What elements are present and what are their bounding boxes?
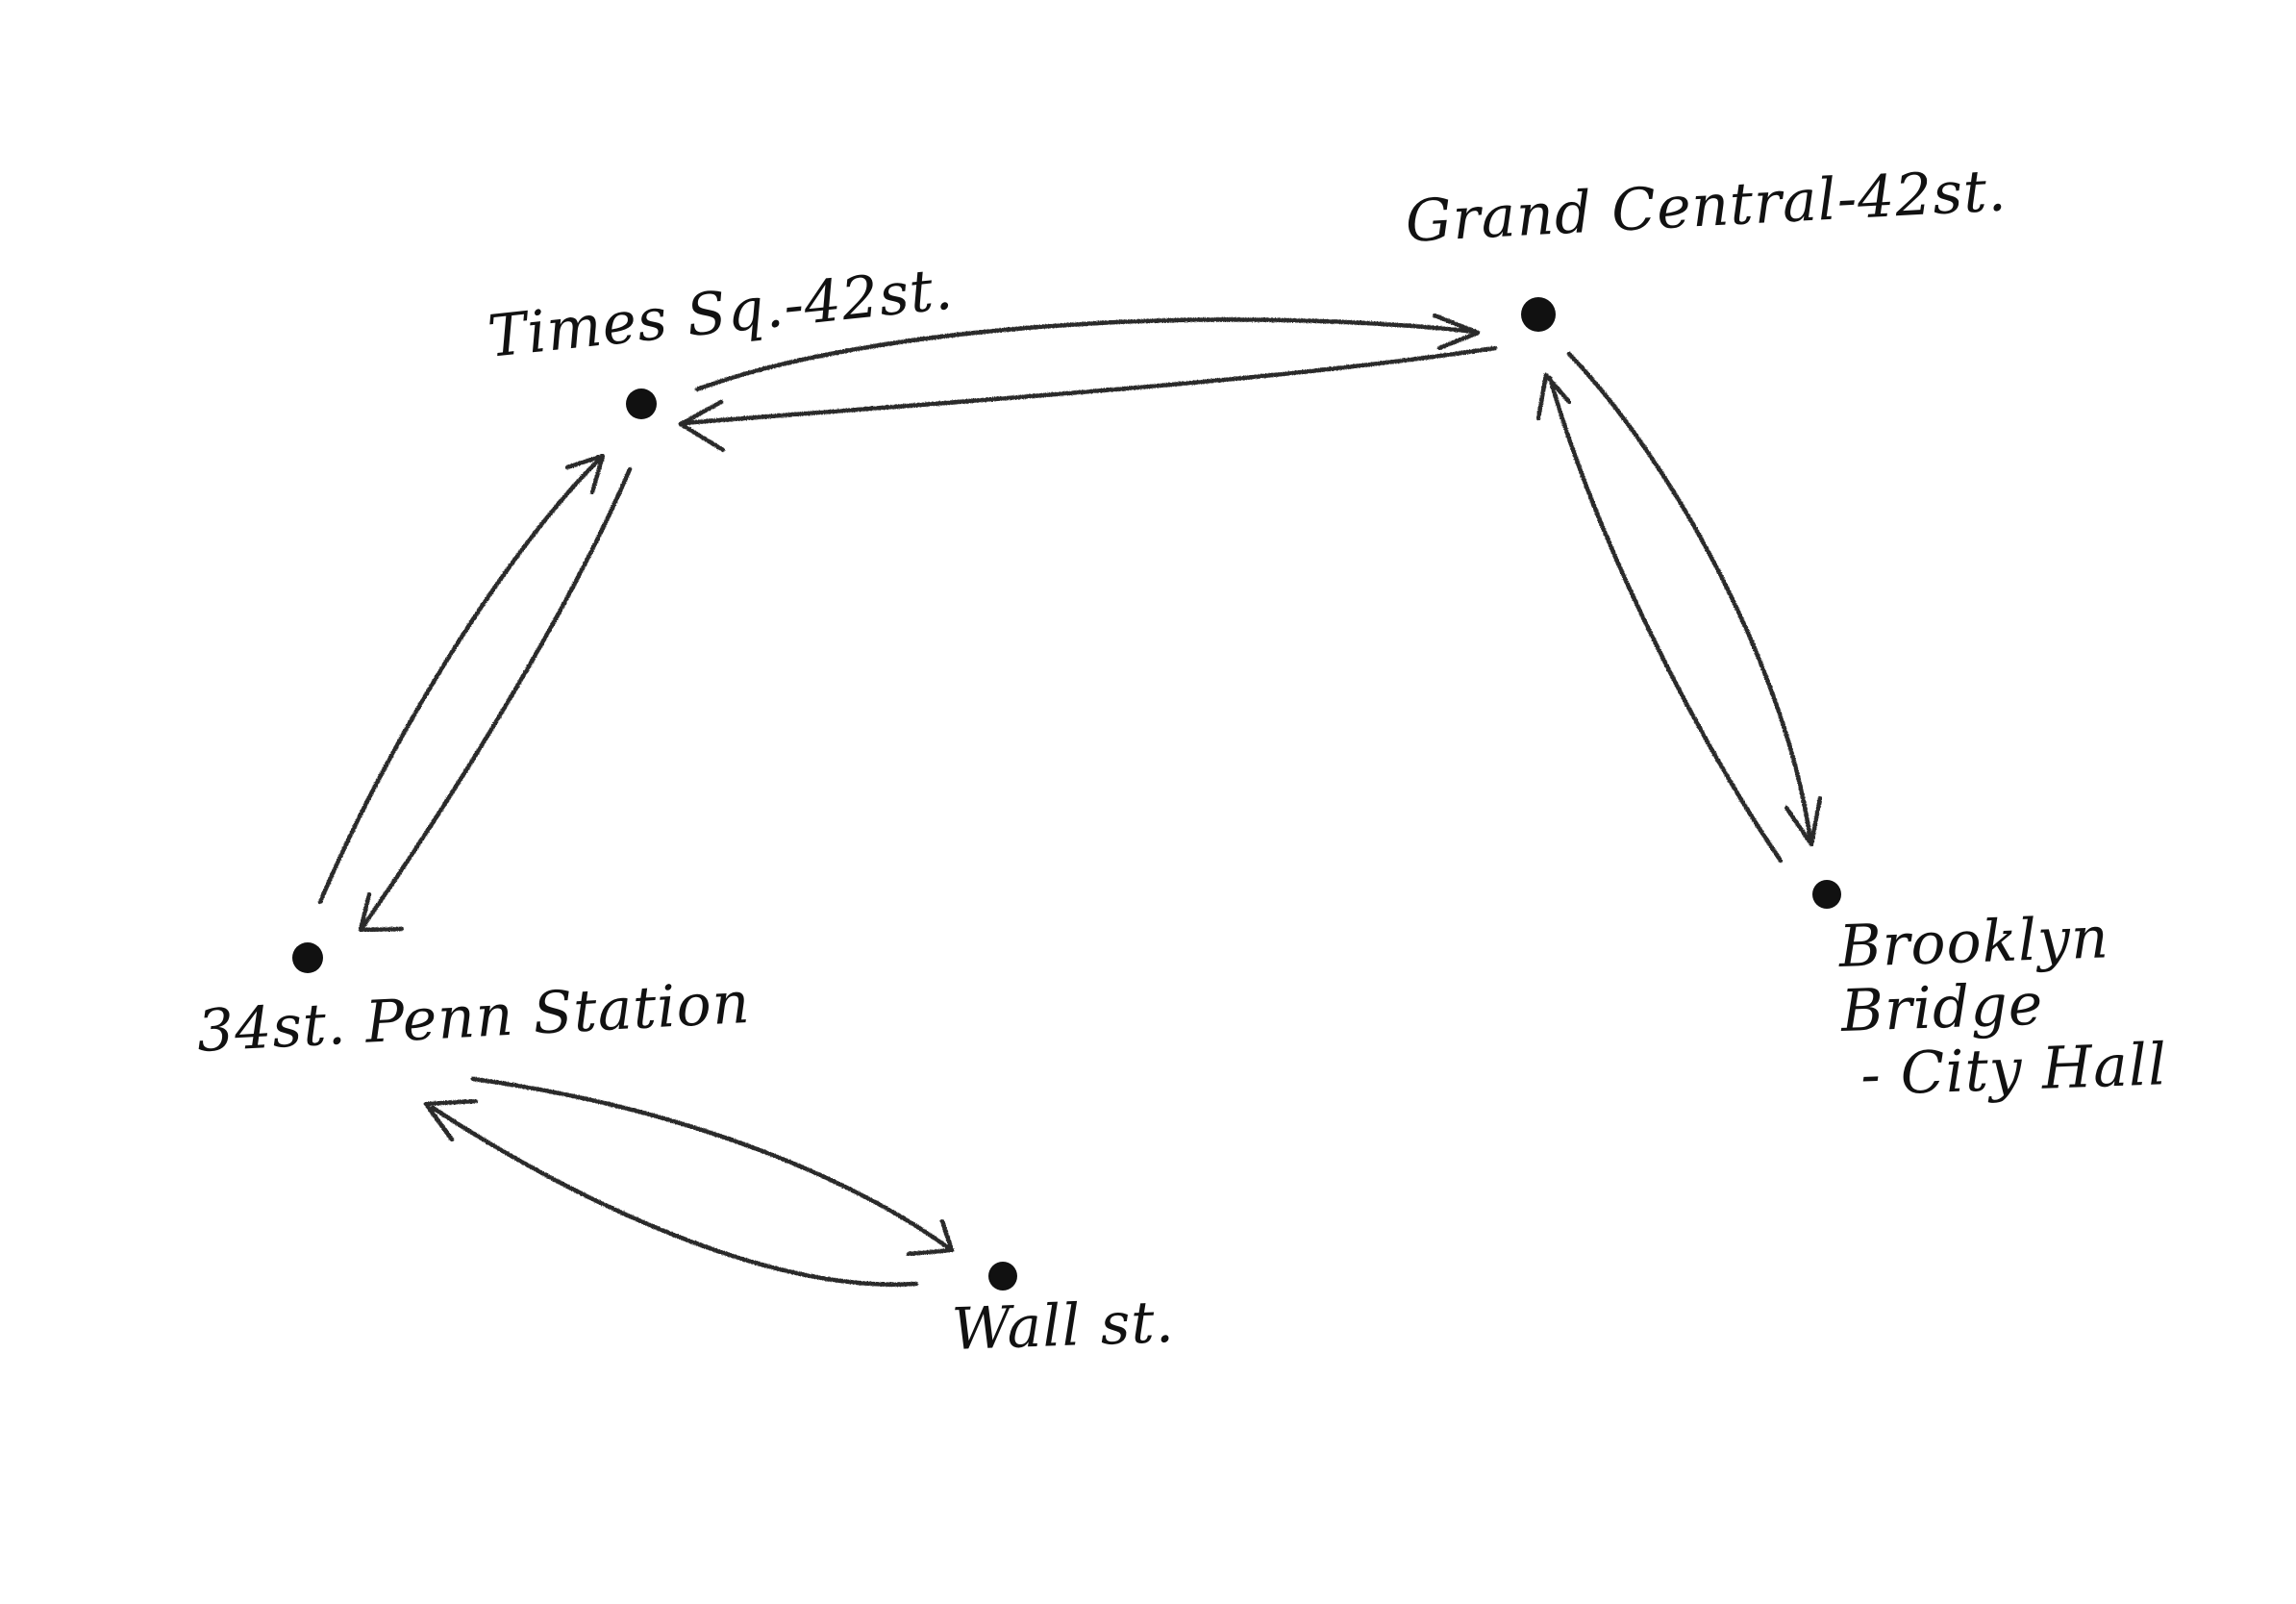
edge-brooklyn-bridge-to-grand-central bbox=[1535, 372, 1784, 864]
edge-wall-st-to-penn-station bbox=[423, 1098, 919, 1287]
arrowhead-icon bbox=[564, 453, 606, 495]
edge-penn-station-to-times-sq bbox=[317, 453, 606, 905]
edge-penn-station-to-wall-st bbox=[470, 1076, 955, 1257]
edge-grand-central-to-brooklyn-bridge bbox=[1566, 351, 1823, 847]
arrowhead-icon bbox=[358, 891, 405, 933]
arrowhead-icon bbox=[1784, 795, 1823, 847]
station-dot-brooklyn-bridge bbox=[1812, 880, 1841, 909]
arrowhead-icon bbox=[1432, 313, 1481, 351]
edge-times-sq-to-penn-station bbox=[358, 466, 633, 933]
arrowhead-icon bbox=[678, 399, 726, 453]
arrowhead-icon bbox=[906, 1218, 955, 1257]
station-label-brooklyn-bridge: Brooklyn Bridge - City Hall bbox=[1837, 904, 2169, 1110]
edge-grand-central-to-times-sq bbox=[678, 345, 1498, 453]
station-dot-penn-station bbox=[292, 942, 323, 973]
station-label-wall-st: Wall st. bbox=[950, 1288, 1176, 1364]
edge-times-sq-to-grand-central bbox=[694, 313, 1481, 392]
station-dot-wall-st bbox=[988, 1262, 1017, 1291]
station-dot-grand-central bbox=[1521, 297, 1556, 332]
arrowhead-icon bbox=[423, 1098, 479, 1142]
station-dot-times-sq bbox=[626, 388, 657, 419]
arrowhead-icon bbox=[1535, 372, 1572, 421]
